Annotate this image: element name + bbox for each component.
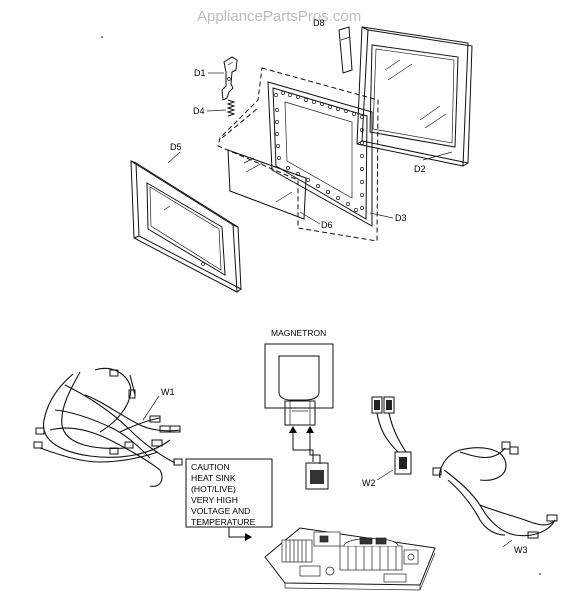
caution-line-3: (HOT/LIVE) — [191, 484, 236, 494]
caution-box: CAUTION HEAT SINK (HOT/LIVE) VERY HIGH V… — [185, 458, 273, 528]
label-d3: D3 — [395, 213, 407, 223]
stray-dot — [101, 36, 103, 38]
leader-d6 — [299, 211, 321, 225]
label-d5: D5 — [170, 142, 182, 152]
part-w2-leads — [371, 396, 412, 475]
magnetron-label: MAGNETRON — [271, 328, 326, 338]
leader-w2 — [376, 469, 394, 481]
leader-d5 — [167, 151, 181, 164]
caution-line-1: CAUTION — [191, 462, 230, 472]
label-d6: D6 — [321, 220, 333, 230]
label-d2: D2 — [414, 164, 426, 174]
stray-dot — [539, 573, 541, 575]
part-d1-latch — [221, 56, 238, 101]
part-d4-spring — [226, 99, 236, 117]
part-magnetron — [264, 343, 334, 490]
part-d3-assembly — [217, 67, 379, 242]
label-w3: W3 — [514, 545, 528, 555]
label-w1: W1 — [161, 387, 175, 397]
part-w3-harness — [432, 441, 558, 539]
caution-line-4: VERY HIGH — [191, 495, 238, 505]
part-control-board — [264, 527, 436, 591]
leader-w1 — [142, 395, 160, 421]
caution-arrow — [228, 527, 252, 541]
watermark-text: AppliancePartsPros.com — [197, 8, 361, 25]
leader-d2 — [422, 151, 453, 161]
caution-line-2: HEAT SINK — [191, 473, 236, 483]
part-d2-outer-door — [356, 26, 473, 167]
label-d4: D4 — [193, 106, 205, 116]
leader-d4 — [206, 109, 227, 112]
label-d1: D1 — [194, 68, 206, 78]
label-d8: D8 — [313, 18, 325, 28]
part-d5-door-frame — [130, 160, 242, 293]
leader-w3 — [502, 539, 513, 548]
leader-d3 — [369, 212, 394, 219]
label-w2: W2 — [362, 478, 376, 488]
part-d8-strip — [338, 26, 353, 74]
part-w1-harness — [33, 367, 183, 487]
part-d6-glass — [227, 149, 307, 220]
caution-line-5: VOLTAGE AND — [191, 506, 250, 516]
caution-line-6: TEMPERATURE — [191, 517, 256, 527]
